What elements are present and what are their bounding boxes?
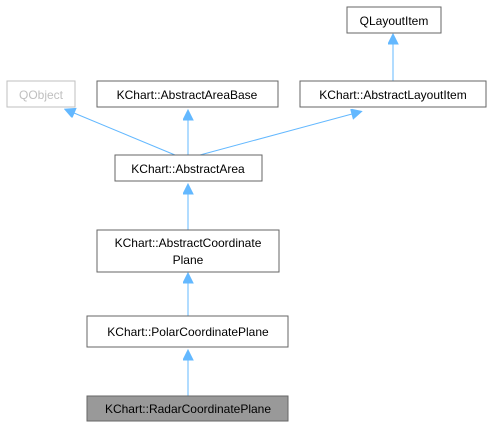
node-polar-coordinate-plane[interactable]: KChart::PolarCoordinatePlane xyxy=(86,315,289,348)
node-abstract-layout-item[interactable]: KChart::AbstractLayoutItem xyxy=(299,80,487,108)
node-label: KChart::AbstractLayoutItem xyxy=(319,88,466,102)
node-label-line2: Plane xyxy=(173,253,204,267)
node-qobject[interactable]: QObject xyxy=(6,80,76,108)
node-label-line1: KChart::AbstractCoordinate xyxy=(115,236,262,250)
node-abstract-coordinate-plane[interactable]: KChart::AbstractCoordinate Plane xyxy=(96,229,280,273)
node-label: KChart::RadarCoordinatePlane xyxy=(105,402,271,416)
inheritance-edges xyxy=(74,44,393,396)
node-abstract-area-base[interactable]: KChart::AbstractAreaBase xyxy=(96,80,279,108)
node-label: QLayoutItem xyxy=(360,14,429,28)
node-label: KChart::AbstractArea xyxy=(131,162,245,176)
edge-area-to-qobject xyxy=(74,113,176,156)
node-label: KChart::PolarCoordinatePlane xyxy=(107,325,269,339)
node-radar-coordinate-plane[interactable]: KChart::RadarCoordinatePlane xyxy=(86,395,289,422)
edge-area-to-layoutitem xyxy=(199,114,352,156)
node-label: KChart::AbstractAreaBase xyxy=(117,88,258,102)
node-label: QObject xyxy=(19,88,64,102)
node-qlayoutitem[interactable]: QLayoutItem xyxy=(346,6,442,34)
node-abstract-area[interactable]: KChart::AbstractArea xyxy=(114,154,263,182)
